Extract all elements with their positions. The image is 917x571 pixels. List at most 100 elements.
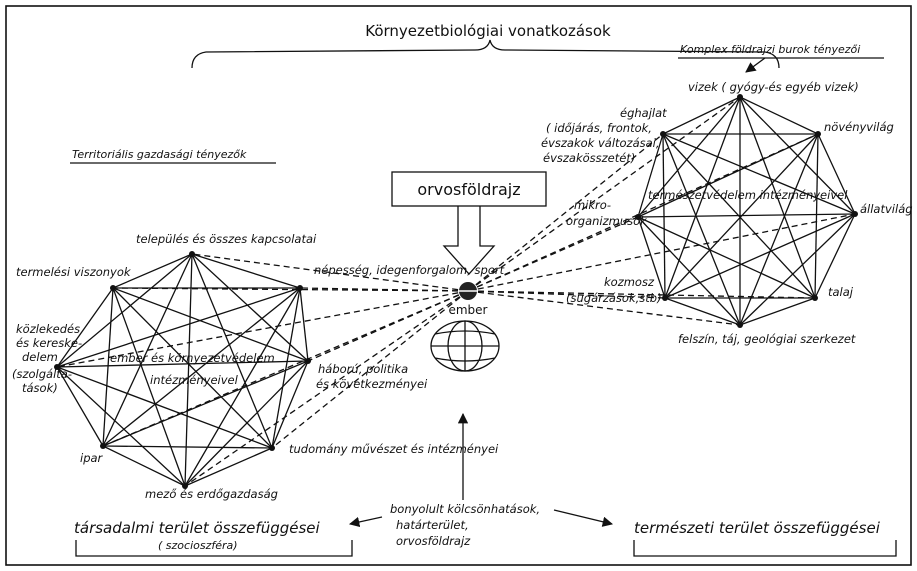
graph-edge xyxy=(662,96,741,135)
node-telepules: település és összes kapcsolatai xyxy=(136,232,317,246)
graph-edge xyxy=(271,360,309,449)
graph-edge xyxy=(739,96,819,135)
graph-edge xyxy=(184,360,309,487)
node-eghajlat-4: évszakösszetét) xyxy=(543,151,635,165)
left-header-label: Territoriális gazdasági tényezők xyxy=(72,148,247,161)
dashed-link xyxy=(467,213,856,292)
graph-edge xyxy=(814,133,819,299)
graph-edge xyxy=(637,133,664,218)
node-kozlekedes-2: és kereske- xyxy=(16,336,82,350)
graph-edge xyxy=(662,133,666,299)
node-talaj: talaj xyxy=(828,285,854,299)
outer-frame xyxy=(5,5,912,566)
graph-edge xyxy=(637,216,741,326)
node-novenyvilag: növényvilág xyxy=(824,120,894,134)
graph-edge xyxy=(814,213,856,299)
graph-edge xyxy=(299,287,309,362)
dashed-connections xyxy=(56,96,856,487)
graph-edge xyxy=(184,447,273,487)
dashed-link xyxy=(467,290,741,326)
graph-edge xyxy=(739,133,819,326)
bottom-center-2: határterület, xyxy=(396,518,469,532)
graph-edge xyxy=(664,96,741,299)
node-kozlekedes-1: közlekedés xyxy=(16,322,80,336)
node-allatvilag: állatvilág xyxy=(860,202,913,216)
down-arrow-icon xyxy=(442,206,496,275)
graph-edge xyxy=(191,253,301,289)
bottom-center-3: orvosföldrajz xyxy=(396,534,471,548)
node-haboru-1: háború, politika xyxy=(318,362,408,376)
right-header-label: Komplex földrajzi burok tényezői xyxy=(680,43,860,56)
dashed-link xyxy=(299,287,469,292)
node-vizek: vizek ( gyógy-és egyéb vizek) xyxy=(688,80,859,94)
node-nepesseg: népesség, idegenforgalom, sport xyxy=(314,263,505,277)
dashed-link xyxy=(467,133,819,292)
node-termelesi: termelési viszonyok xyxy=(16,265,132,279)
dashed-link xyxy=(467,216,639,292)
dashed-link xyxy=(307,290,469,362)
node-kozlekedes-3: delem xyxy=(22,350,58,364)
right-octagon-graph xyxy=(635,94,858,328)
dashed-link xyxy=(467,290,816,299)
dashed-link xyxy=(102,290,469,447)
graph-edge xyxy=(191,253,273,449)
graph-edge xyxy=(56,366,186,487)
graph-edge xyxy=(102,445,186,487)
globe-icon xyxy=(430,320,500,372)
graph-node xyxy=(189,251,195,257)
graph-edge xyxy=(739,213,856,326)
bottom-left-bracket xyxy=(75,540,353,557)
graph-edge xyxy=(817,133,856,215)
graph-edge xyxy=(739,297,816,326)
left-center-label-1: ember és környezetvédelem xyxy=(110,351,275,365)
graph-edge xyxy=(102,445,273,449)
arrow-left xyxy=(348,516,383,528)
dashed-link xyxy=(467,96,741,292)
graph-edge xyxy=(637,216,816,299)
graph-edge xyxy=(102,360,309,447)
human-icon xyxy=(458,282,478,300)
graph-edge xyxy=(662,133,816,299)
dashed-link xyxy=(467,290,666,299)
diagram-title: Környezetbiológiai vonatkozások xyxy=(365,22,611,40)
orvosfoldrajz-label: orvosföldrajz xyxy=(417,180,520,199)
dashed-link xyxy=(184,290,469,487)
node-haboru-2: és következményei xyxy=(316,377,428,391)
graph-edge xyxy=(56,287,301,368)
arrow-right xyxy=(553,509,614,527)
graph-edge xyxy=(191,253,309,362)
node-eghajlat-3: évszakok változásai, xyxy=(541,136,660,150)
node-ipar: ipar xyxy=(80,451,104,465)
dashed-link xyxy=(112,287,469,292)
dashed-link xyxy=(191,253,469,292)
node-kozmosz-1: kozmosz xyxy=(604,275,655,289)
graph-edge xyxy=(662,133,741,326)
node-mezo: mező és erdőgazdaság xyxy=(145,487,278,501)
node-felszin: felszín, táj, geológiai szerkezet xyxy=(678,332,856,346)
graph-edge xyxy=(56,253,193,368)
graph-node xyxy=(297,285,303,291)
bottom-right-bracket xyxy=(633,540,897,557)
graph-edge xyxy=(56,366,273,449)
graph-edge xyxy=(662,133,856,215)
dashed-link xyxy=(467,133,664,292)
graph-edge xyxy=(637,96,741,218)
left-center-label-2: intézményeivel xyxy=(150,373,239,387)
graph-edge xyxy=(56,366,104,447)
node-kozmosz-2: (sugárzások,stb) xyxy=(566,291,662,305)
node-eghajlat-2: ( időjárás, frontok, xyxy=(546,121,652,135)
bottom-left-title: társadalmi terület összefüggései xyxy=(74,519,321,537)
graph-edge xyxy=(56,360,309,368)
graph-edge xyxy=(112,287,309,362)
dashed-link xyxy=(271,290,469,449)
bottom-left-sub: ( szocioszféra) xyxy=(158,539,238,552)
bottom-center-1: bonyolult kölcsönhatások, xyxy=(390,502,540,516)
graph-edge xyxy=(112,287,273,449)
node-kozlekedes-4: (szolgálta- xyxy=(12,367,72,381)
right-center-label: természetvédelem intézményeivel xyxy=(648,188,848,202)
graph-edge xyxy=(664,213,856,299)
graph-edge xyxy=(637,213,856,218)
node-eghajlat-1: éghajlat xyxy=(620,106,667,120)
node-tudomany: tudomány művészet és intézményei xyxy=(289,442,499,456)
